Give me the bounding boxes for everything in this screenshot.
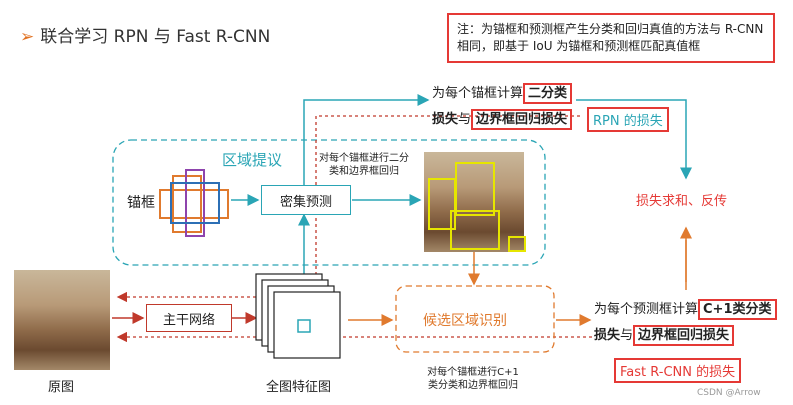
proposal-box: [455, 162, 495, 216]
recognition-frame: [395, 285, 555, 353]
region-proposal-label: 区域提议: [222, 151, 283, 169]
anchor-label: 锚框: [127, 195, 155, 211]
recognition-description-line2: 类分类和边界框回归: [428, 380, 518, 391]
frcnn-loss-highlight: 边界框回归损失: [633, 325, 735, 346]
frcnn-loss-and: 与: [620, 328, 634, 343]
dense-prediction-box: 密集预测: [261, 185, 351, 215]
anchor-description: 对每个锚框进行二分 类和边界框回归: [314, 152, 414, 178]
original-image-label: 原图: [48, 380, 75, 395]
watermark: CSDN @Arrow: [697, 388, 761, 398]
recognition-description: 对每个锚框进行C+1 类分类和边界框回归: [418, 366, 528, 392]
rpn-detection-image: [424, 152, 526, 252]
feature-cell: [297, 319, 311, 333]
frcnn-loss-line: 损失与边界框回归损失: [594, 324, 735, 346]
anchor-glyph: [159, 169, 229, 237]
rpn-loss-prefix: 损失: [432, 112, 459, 127]
anchor-description-line1: 对每个锚框进行二分: [319, 153, 409, 164]
proposal-box: [450, 210, 500, 250]
note-box: 注：为锚框和预测框产生分类和回归真值的方法与 R-CNN 相同，即基于 IoU …: [447, 13, 775, 63]
proposal-box: [508, 236, 526, 252]
recognition-label: 候选区域识别: [423, 313, 507, 329]
rpn-loss-highlight: 边界框回归损失: [471, 109, 573, 130]
feature-map-stack: [255, 273, 341, 359]
page-title: ➢联合学习 RPN 与 Fast R-CNN: [20, 22, 270, 47]
anchor-description-line2: 类和边界框回归: [329, 166, 399, 177]
recognition-description-line1: 对每个锚框进行C+1: [427, 367, 519, 378]
rpn-grad-path: [315, 115, 580, 297]
frcnn-cls-prefix: 为每个预测框计算: [594, 302, 699, 317]
rpn-loss-to-sum-arrow: [576, 99, 692, 180]
frcnn-loss-prefix: 损失: [594, 328, 621, 343]
dense-to-cls-arrow: [303, 94, 430, 185]
rpn-cls-highlight: 二分类: [523, 83, 573, 104]
frcnn-cls-highlight: C+1类分类: [698, 299, 777, 320]
backbone-label: 主干网络: [162, 312, 215, 328]
rpn-loss-label: RPN 的损失: [587, 107, 669, 132]
bullet-chevron-icon: ➢: [20, 27, 35, 47]
rpn-cls-prefix: 为每个锚框计算: [432, 86, 524, 101]
loss-sum-label: 损失求和、反传: [636, 194, 728, 209]
feature-map-label: 全图特征图: [266, 380, 332, 395]
original-image: [14, 270, 110, 370]
backbone-box: 主干网络: [146, 304, 232, 332]
rpn-loss-line: 损失与边界框回归损失: [432, 108, 573, 130]
dense-prediction-label: 密集预测: [279, 194, 332, 210]
rpn-loss-and: 与: [458, 112, 472, 127]
page-title-text: 联合学习 RPN 与 Fast R-CNN: [40, 27, 271, 47]
frcnn-loss-label: Fast R-CNN 的损失: [614, 358, 742, 383]
rpn-cls-line: 为每个锚框计算二分类: [432, 82, 573, 104]
